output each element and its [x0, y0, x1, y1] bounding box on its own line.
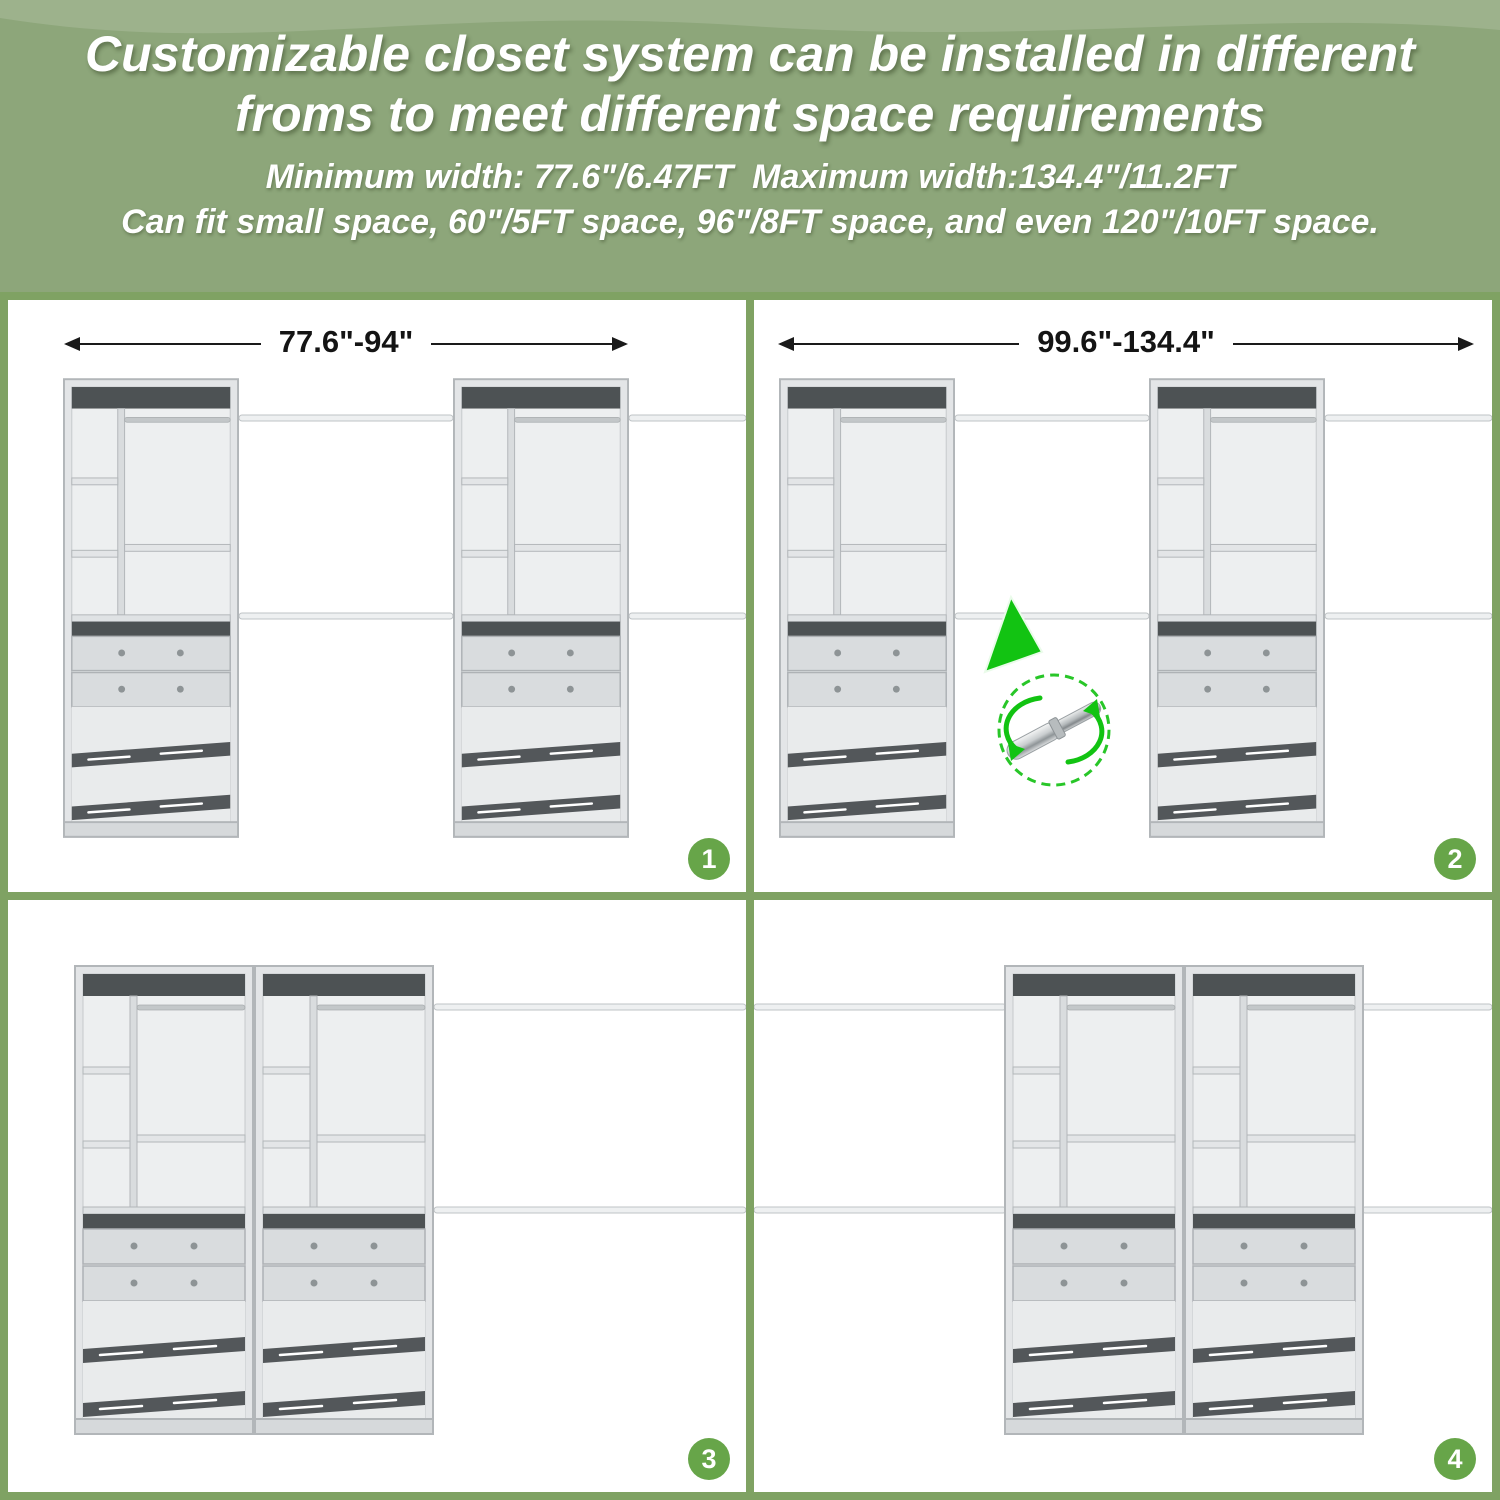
- panel-config-1: 77.6"-94" 1: [8, 300, 746, 892]
- closet-scene-1: [63, 378, 746, 838]
- title-line-2: froms to meet different space requiremen…: [235, 86, 1265, 142]
- hanging-rod: [628, 612, 746, 620]
- panel-config-2: 99.6"-134.4": [754, 300, 1492, 892]
- closet-tower: [254, 965, 434, 1435]
- dimension-arrow-left: [777, 337, 1020, 351]
- panel-config-4: 4: [754, 900, 1492, 1492]
- closet-tower: [74, 965, 254, 1435]
- page-title: Customizable closet system can be instal…: [0, 0, 1500, 144]
- rotate-arrow-right: [1065, 708, 1105, 765]
- panel-badge: 3: [688, 1438, 730, 1480]
- closet-scene-2: [779, 378, 1492, 838]
- closet-tower: [1184, 965, 1364, 1435]
- closet-tower: [779, 378, 955, 838]
- closet-tower: [1149, 378, 1325, 838]
- title-line-1: Customizable closet system can be instal…: [84, 26, 1415, 82]
- hanging-rod: [1324, 612, 1492, 620]
- hanging-rod: [1361, 1206, 1492, 1214]
- header-banner: Customizable closet system can be instal…: [0, 0, 1500, 292]
- width-range-note: Minimum width: 77.6"/6.47FT Maximum widt…: [265, 158, 1235, 196]
- hanging-rod: [238, 414, 454, 422]
- hanging-rod: [954, 612, 1150, 620]
- dimension-arrow-right: [1232, 337, 1475, 351]
- dimension-label: 77.6"-94": [278, 324, 414, 359]
- dimension-label: 99.6"-134.4": [1037, 324, 1215, 359]
- hanging-rod: [954, 414, 1150, 422]
- closet-scene-3: [74, 965, 746, 1435]
- rotation-indicator: [983, 594, 1111, 787]
- green-arrow-icon: [983, 594, 1044, 674]
- hanging-rod: [433, 1003, 746, 1011]
- configuration-grid: 77.6"-94" 1 99.6"-134.4": [0, 292, 1500, 1500]
- closet-scene-4: [754, 965, 1492, 1435]
- dimension-indicator: 77.6"-94": [64, 324, 628, 362]
- space-fit-note: Can fit small space, 60"/5FT space, 96"/…: [121, 203, 1379, 241]
- dimension-indicator: 99.6"-134.4": [777, 324, 1475, 362]
- closet-tower: [453, 378, 629, 838]
- panel-badge: 2: [1434, 838, 1476, 880]
- hanging-rod: [628, 414, 746, 422]
- dimension-arrow-left: [64, 337, 261, 351]
- dimension-arrow-right: [431, 337, 628, 351]
- rotate-arrow-left: [1003, 695, 1043, 752]
- closet-tower: [1004, 965, 1184, 1435]
- hanging-rod: [754, 1206, 1007, 1214]
- panel-badge: 1: [688, 838, 730, 880]
- hanging-rod: [1361, 1003, 1492, 1011]
- hanging-rod: [238, 612, 454, 620]
- hanging-rod: [754, 1003, 1007, 1011]
- header-wave-decoration: [0, 0, 1500, 34]
- hanging-rod: [433, 1206, 746, 1214]
- panel-badge: 4: [1434, 1438, 1476, 1480]
- panel-config-3: 3: [8, 900, 746, 1492]
- hanging-rod: [1324, 414, 1492, 422]
- closet-tower: [63, 378, 239, 838]
